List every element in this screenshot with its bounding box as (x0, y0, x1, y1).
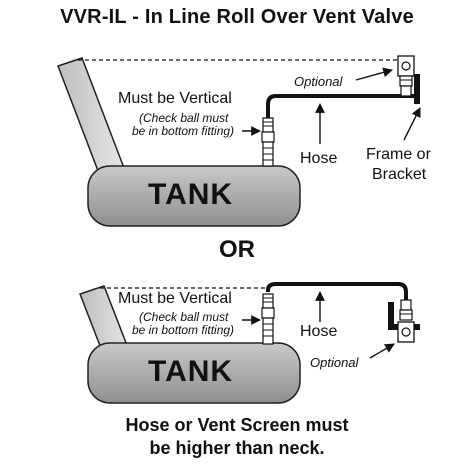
check-ball-note-line1: (Check ball must (139, 111, 229, 125)
optional-label: Optional (310, 355, 359, 370)
inline-valve (261, 293, 275, 345)
footer-line1: Hose or Vent Screen must (125, 415, 349, 435)
footer-line2: be higher than neck. (149, 438, 325, 458)
bracket (388, 302, 394, 330)
or-divider: OR (219, 236, 255, 263)
frame-or-label: Frame or (366, 146, 431, 163)
inline-valve (261, 117, 275, 167)
arrow-frame-top (403, 107, 421, 141)
tank-body (87, 165, 301, 227)
hose-label: Hose (300, 323, 338, 340)
diagram-top (57, 55, 421, 227)
tank-label: TANK (148, 178, 234, 211)
optional-label: Optional (294, 74, 343, 89)
bracket-label: Bracket (372, 166, 427, 183)
diagram-title: VVR-IL - In Line Roll Over Vent Valve (60, 6, 414, 28)
tank-label: TANK (148, 355, 234, 388)
bracket (414, 74, 420, 104)
arrow-optional-top (355, 67, 393, 81)
must-be-vertical-label: Must be Vertical (118, 90, 232, 107)
filler-neck (57, 57, 125, 177)
hose (266, 94, 420, 120)
vent-screen (397, 55, 415, 97)
arrow-optional-bottom (369, 343, 395, 359)
check-ball-note-line2: be in bottom fitting) (132, 323, 235, 337)
tank-body (87, 342, 301, 404)
vent-screen (397, 299, 415, 343)
hose (266, 282, 408, 300)
diagram-bottom (79, 282, 420, 404)
check-ball-note-line1: (Check ball must (139, 310, 229, 324)
hose-label: Hose (300, 150, 338, 167)
check-ball-note-line2: be in bottom fitting) (132, 124, 235, 138)
must-be-vertical-label: Must be Vertical (118, 290, 232, 307)
